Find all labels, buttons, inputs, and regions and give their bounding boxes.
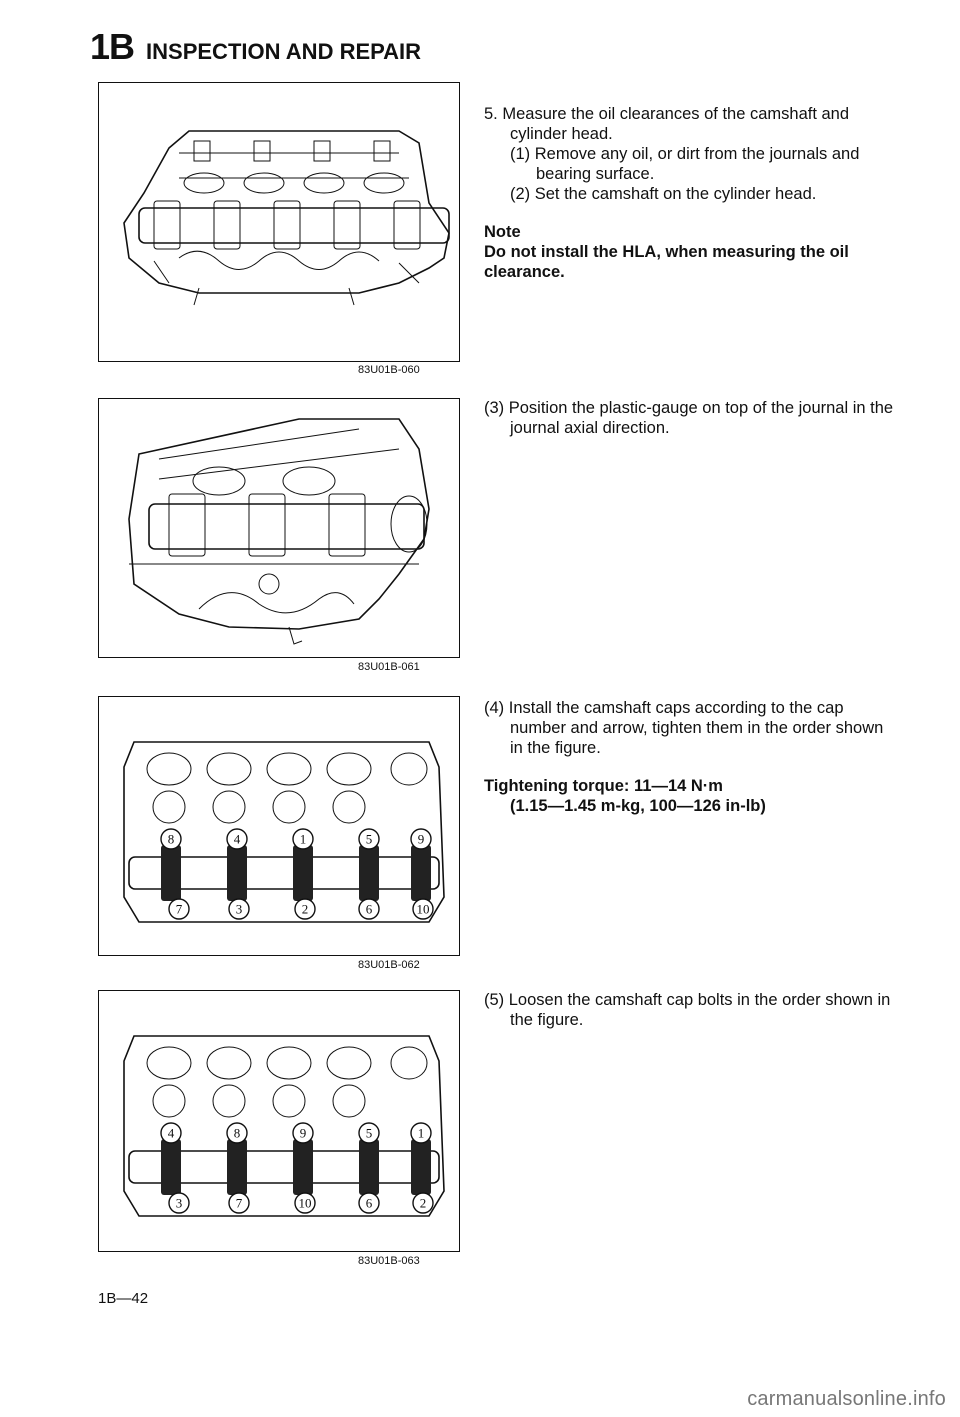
svg-text:10: 10 bbox=[417, 902, 430, 917]
step-5-5: (5) Loosen the camshaft cap bolts in the… bbox=[484, 991, 891, 1029]
cylinder-head-drawing-4: 4 8 9 5 1 3 7 10 6 2 bbox=[123, 1035, 445, 1217]
svg-text:10: 10 bbox=[299, 1196, 312, 1211]
step-5-main: 5. Measure the oil clearances of the cam… bbox=[484, 105, 850, 143]
figure-code: 83U01B-063 bbox=[358, 1255, 420, 1267]
svg-text:6: 6 bbox=[366, 902, 373, 917]
loosening-callouts-bottom: 3 7 10 6 2 bbox=[168, 1192, 434, 1214]
loosening-callouts-top: 4 8 9 5 1 bbox=[160, 1122, 432, 1144]
step-5-3-block: (3) Position the plastic-gauge on top of… bbox=[484, 398, 896, 438]
svg-text:7: 7 bbox=[236, 1196, 243, 1211]
svg-text:5: 5 bbox=[366, 1126, 373, 1141]
note-body: Do not install the HLA, when measuring t… bbox=[484, 243, 849, 281]
svg-text:4: 4 bbox=[168, 1126, 175, 1141]
svg-text:9: 9 bbox=[418, 832, 425, 847]
torque-spec-alt-units: (1.15—1.45 m-kg, 100—126 in-lb) bbox=[510, 797, 766, 815]
figure-cylinder-head-camshaft bbox=[98, 82, 460, 362]
svg-text:2: 2 bbox=[302, 902, 309, 917]
step-5-3: (3) Position the plastic-gauge on top of… bbox=[484, 399, 894, 437]
svg-text:4: 4 bbox=[234, 832, 241, 847]
svg-text:1: 1 bbox=[300, 832, 307, 847]
cylinder-head-drawing-2 bbox=[128, 418, 430, 645]
note-title: Note bbox=[484, 223, 521, 241]
step-5-4-block: (4) Install the camshaft caps according … bbox=[484, 698, 896, 816]
step-5-block: 5. Measure the oil clearances of the cam… bbox=[484, 104, 896, 282]
svg-text:3: 3 bbox=[176, 1196, 183, 1211]
figure-tightening-order: 8 4 1 5 9 7 3 2 6 10 bbox=[98, 696, 460, 956]
step-5-1: (1) Remove any oil, or dirt from the jou… bbox=[510, 145, 860, 183]
svg-text:7: 7 bbox=[176, 902, 183, 917]
svg-text:8: 8 bbox=[168, 832, 175, 847]
tightening-callouts-top: 8 4 1 5 9 bbox=[160, 828, 432, 850]
svg-text:1: 1 bbox=[418, 1126, 425, 1141]
figure-code: 83U01B-062 bbox=[358, 959, 420, 971]
section-title: INSPECTION AND REPAIR bbox=[146, 39, 422, 64]
figure-loosening-order: 4 8 9 5 1 3 7 10 6 2 bbox=[98, 990, 460, 1252]
svg-text:5: 5 bbox=[366, 832, 373, 847]
svg-text:6: 6 bbox=[366, 1196, 373, 1211]
svg-text:8: 8 bbox=[234, 1126, 241, 1141]
torque-spec: Tightening torque: 11—14 N·m bbox=[484, 777, 723, 795]
section-number: 1B bbox=[90, 26, 135, 67]
cylinder-head-drawing-1 bbox=[123, 130, 450, 306]
step-5-4: (4) Install the camshaft caps according … bbox=[484, 699, 884, 757]
figure-plastic-gauge bbox=[98, 398, 460, 658]
step-5-5-block: (5) Loosen the camshaft cap bolts in the… bbox=[484, 990, 896, 1030]
step-5-2: (2) Set the camshaft on the cylinder hea… bbox=[510, 185, 817, 203]
svg-text:2: 2 bbox=[420, 1196, 427, 1211]
cylinder-head-drawing-3: 8 4 1 5 9 7 3 2 6 10 bbox=[123, 741, 445, 923]
tightening-callouts-bottom: 7 3 2 6 10 bbox=[168, 898, 434, 920]
figure-code: 83U01B-060 bbox=[358, 364, 420, 376]
watermark: carmanualsonline.info bbox=[747, 1388, 946, 1410]
page-header: 1B INSPECTION AND REPAIR bbox=[90, 26, 421, 68]
svg-text:3: 3 bbox=[236, 902, 243, 917]
figure-code: 83U01B-061 bbox=[358, 661, 420, 673]
svg-text:9: 9 bbox=[300, 1126, 307, 1141]
page-number: 1B—42 bbox=[98, 1290, 149, 1307]
